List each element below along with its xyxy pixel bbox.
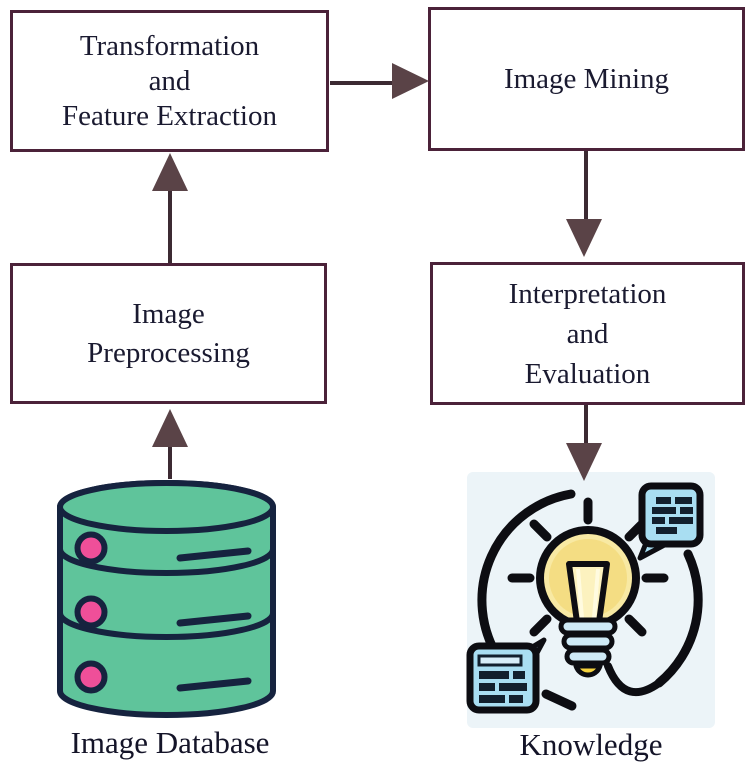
- database-divider: [57, 612, 276, 640]
- box-text-line: Preprocessing: [87, 336, 250, 369]
- arrow-shaft: [584, 405, 588, 445]
- db-slot-line: [176, 677, 252, 692]
- db-indicator-dot-icon: [74, 660, 108, 694]
- box-text-line: Transformation: [79, 29, 260, 62]
- arrow-shaft: [584, 151, 588, 221]
- box-interpretation-evaluation: Interpretation and Evaluation: [430, 262, 745, 405]
- box-text-line: Evaluation: [524, 357, 651, 390]
- box-image-preprocessing: Image Preprocessing: [10, 263, 327, 404]
- db-slot-line: [176, 612, 252, 627]
- arrow-shaft: [168, 189, 172, 263]
- box-text-line: Interpretation: [508, 277, 667, 310]
- lightbulb-icon: [536, 526, 663, 696]
- arrow-head: [392, 63, 429, 99]
- arrow-head: [152, 153, 188, 191]
- box-text-line: Image Mining: [503, 62, 670, 95]
- box-text-line: and: [148, 64, 191, 97]
- arrow-head: [152, 409, 188, 447]
- box-text-line: and: [566, 317, 609, 350]
- box-transformation-feature-extraction: Transformation and Feature Extraction: [10, 10, 329, 152]
- arrow-shaft: [330, 81, 396, 85]
- knowledge-label: Knowledge: [519, 727, 663, 762]
- image-database-label: Image Database: [70, 725, 270, 760]
- data-bubble-icon: [637, 482, 704, 561]
- database-divider: [57, 548, 276, 576]
- database-icon: [55, 478, 283, 720]
- lightbulb-idea-icon: [466, 472, 715, 728]
- knowledge-icon: [466, 470, 716, 730]
- idea-rays-icon: [507, 497, 669, 637]
- arrow-shaft: [168, 445, 172, 479]
- database-cylinder-icon: [57, 480, 276, 718]
- db-slot-line: [176, 547, 252, 562]
- db-indicator-dot-icon: [74, 595, 108, 629]
- box-image-mining: Image Mining: [428, 7, 745, 151]
- cycle-arrow-icon: [477, 489, 703, 711]
- box-text-line: Image: [132, 297, 205, 330]
- arrow-head: [566, 443, 602, 481]
- box-text-line: Feature Extraction: [62, 99, 277, 132]
- db-indicator-dot-icon: [74, 531, 108, 565]
- arrow-head: [566, 219, 602, 257]
- database-top: [57, 480, 276, 534]
- data-bubble-icon: [466, 637, 547, 714]
